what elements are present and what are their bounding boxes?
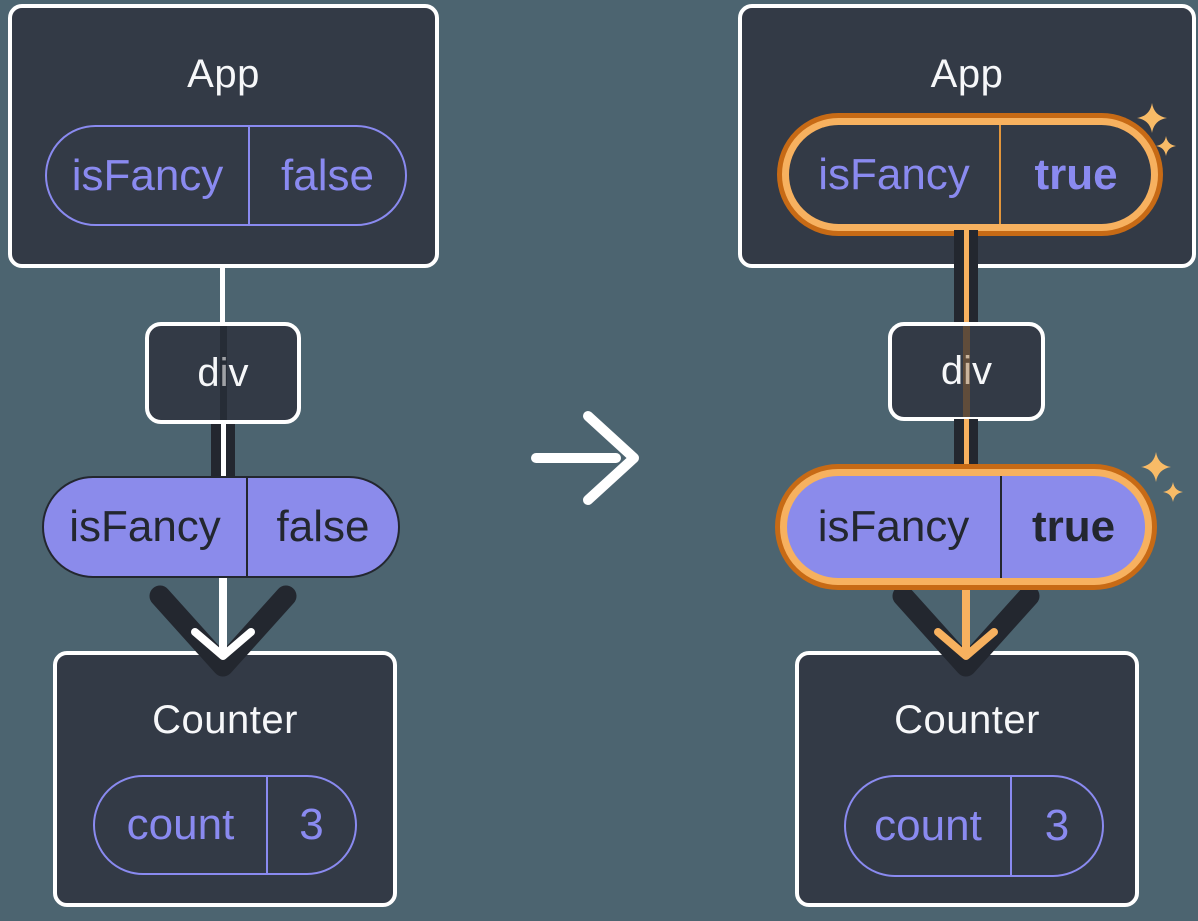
counter-component-card: Counter count 3: [795, 651, 1139, 907]
connector-pass-through: [220, 326, 227, 420]
div-label: div: [940, 349, 993, 393]
component-title: App: [930, 52, 1004, 96]
state-name: count: [846, 777, 1012, 875]
state-pill-highlighted: isFancy true: [782, 118, 1158, 231]
component-title: Counter: [152, 698, 298, 742]
state-pill: count 3: [844, 775, 1104, 877]
connector-core: [963, 230, 969, 324]
sparkle-icon: [1156, 136, 1176, 156]
state-value: true: [1034, 149, 1118, 199]
connector-line: [220, 266, 225, 324]
state-pill: isFancy false: [45, 125, 407, 226]
prop-pill: isFancy false: [42, 476, 400, 578]
state-name: count: [95, 777, 268, 873]
sparkle-icon: [1163, 482, 1183, 502]
prop-name: isFancy: [44, 478, 248, 576]
connector-pass-through: [963, 326, 970, 417]
component-title: Counter: [894, 698, 1040, 742]
counter-component-card: Counter count 3: [53, 651, 397, 907]
prop-name: isFancy: [787, 476, 1002, 578]
connector-line: [954, 419, 978, 471]
connector-core: [220, 424, 226, 478]
state-name: isFancy: [47, 127, 250, 224]
connector-core: [963, 419, 969, 471]
state-pill: count 3: [93, 775, 357, 875]
connector-line: [954, 230, 978, 324]
app-component-card: App isFancy false: [8, 4, 439, 268]
div-node: div: [145, 322, 301, 424]
div-label: div: [197, 350, 249, 395]
props-flow-arrow-icon: [892, 572, 1040, 677]
div-node: div: [888, 322, 1045, 421]
prop-value: false: [276, 502, 370, 551]
state-value: false: [281, 150, 374, 200]
props-flow-arrow-icon: [149, 572, 297, 677]
prop-value: true: [1031, 502, 1116, 551]
state-name: isFancy: [789, 125, 1001, 224]
sparkle-icon: [1141, 452, 1171, 482]
component-title: App: [187, 52, 260, 96]
sparkle-icon: [1137, 103, 1167, 133]
transition-arrow-icon: [531, 411, 639, 505]
prop-pill-highlighted: isFancy true: [780, 469, 1152, 585]
state-value: 3: [299, 800, 324, 849]
state-value: 3: [1044, 801, 1070, 850]
connector-line: [211, 424, 235, 478]
app-component-card: App isFancy true: [738, 4, 1196, 268]
